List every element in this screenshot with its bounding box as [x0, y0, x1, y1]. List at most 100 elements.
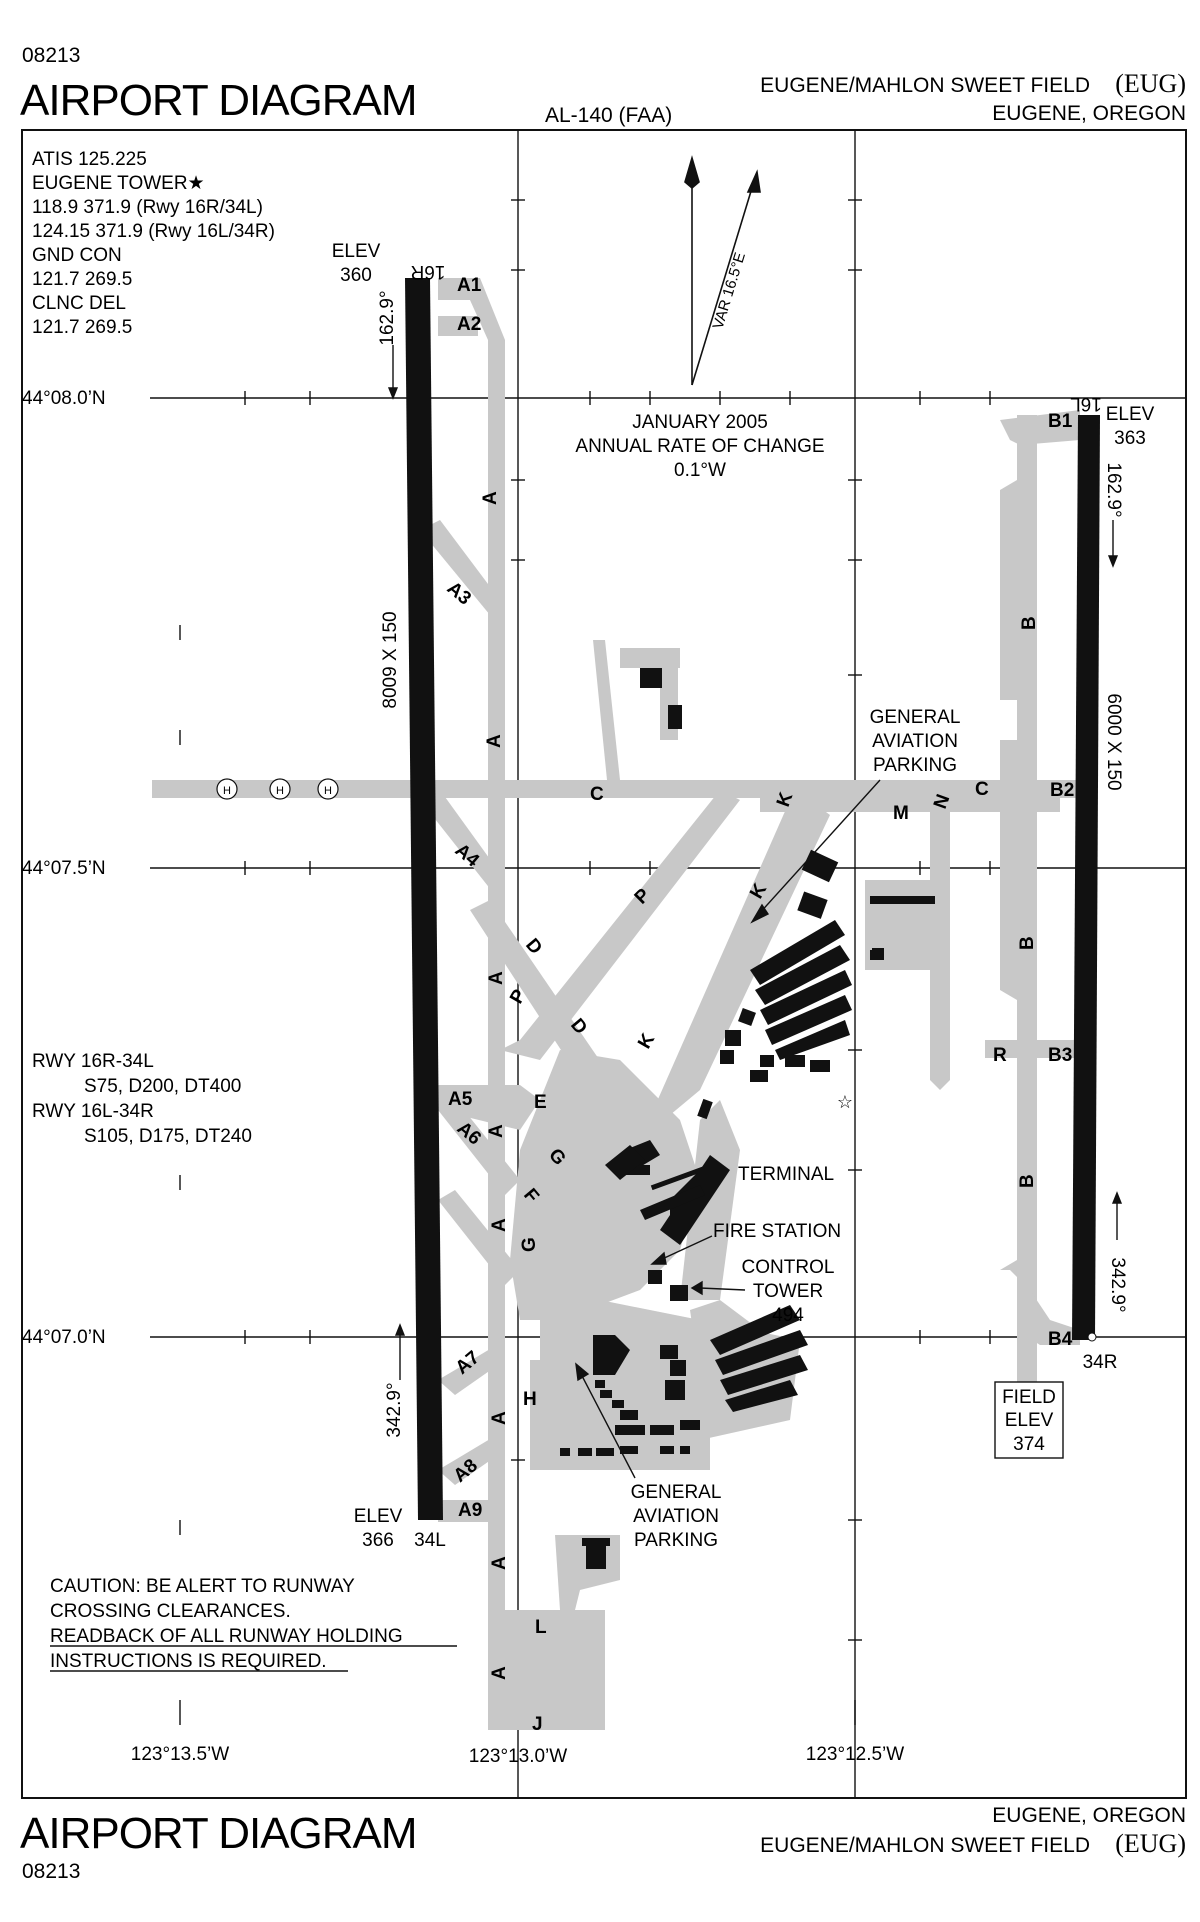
freq-tower-label: EUGENE TOWER★	[32, 173, 205, 194]
rwy-16r-heading: 162.9°	[377, 290, 398, 345]
rwy-16r-elev-label: ELEV	[332, 241, 381, 262]
taxiway-b3-label: B3	[1048, 1045, 1072, 1066]
taxiway-b-label-3: B	[1017, 1174, 1038, 1188]
rwy-34r-heading: 342.9°	[1107, 1257, 1128, 1312]
page-title: AIRPORT DIAGRAM	[20, 76, 417, 125]
ga-north-line-3: PARKING	[873, 755, 957, 776]
freq-atis: ATIS 125.225	[32, 149, 147, 170]
ga-north-pointer	[750, 779, 881, 924]
taxiway-c-label-2: C	[975, 779, 989, 800]
caution-line-1: CAUTION: BE ALERT TO RUNWAY	[50, 1576, 355, 1597]
freq-tower-2: 124.15 371.9 (Rwy 16L/34R)	[32, 221, 275, 242]
field-elev-point	[1087, 1332, 1097, 1342]
rwy-16l-heading: 162.9°	[1103, 462, 1124, 517]
helipad-1: H	[216, 778, 238, 800]
chart-frame	[21, 129, 1187, 1799]
ga-parking-south-label: GENERAL AVIATION PARKING	[631, 1482, 722, 1551]
svg-text:H: H	[324, 785, 332, 797]
rwy-16r-heading-arrow	[387, 345, 399, 400]
tower-line-3: 494	[772, 1305, 804, 1326]
rwy-info-4: S105, D175, DT240	[84, 1126, 252, 1147]
volume-code-top: 08213	[22, 44, 80, 67]
caution-line-3: READBACK OF ALL RUNWAY HOLDING	[50, 1626, 403, 1647]
rwy-34l-elev: 366	[362, 1530, 394, 1551]
location-top: EUGENE, OREGON	[992, 102, 1186, 125]
taxiway-b4-label: B4	[1048, 1329, 1073, 1350]
taxiway-n-label: N	[930, 792, 954, 812]
lat-label-1: 44°08.0’N	[22, 388, 106, 409]
taxiway-k-label-3: K	[634, 1030, 659, 1053]
rwy-16r-label: 16R	[411, 261, 446, 282]
field-elev-line-2: ELEV	[1005, 1410, 1054, 1431]
mag-date: JANUARY 2005	[632, 412, 768, 433]
taxiway-j-label: J	[532, 1714, 543, 1735]
ga-north-line-2: AVIATION	[872, 731, 958, 752]
ga-south-line-3: PARKING	[634, 1530, 718, 1551]
rwy-16l-label: 16L	[1070, 393, 1102, 414]
rwy-16r-elev: 360	[340, 265, 372, 286]
taxiway-b1-label: B1	[1048, 411, 1073, 432]
freq-gnd: 121.7 269.5	[32, 269, 132, 290]
taxiway-g-label-2: G	[519, 1237, 540, 1252]
helipad-3: H	[317, 778, 339, 800]
rwy-34l-label: 34L	[414, 1530, 446, 1551]
lon-label-3: 123°12.5’W	[806, 1744, 904, 1765]
control-tower-label: CONTROL TOWER 494	[742, 1257, 835, 1326]
taxiway-h-label: H	[523, 1389, 537, 1410]
caution-line-2: CROSSING CLEARANCES.	[50, 1601, 291, 1622]
ga-parking-north-label: GENERAL AVIATION PARKING	[870, 707, 961, 776]
taxiway-b-label-1: B	[1019, 616, 1040, 630]
field-elev-box: FIELD ELEV 374	[994, 1381, 1064, 1459]
freq-clnc: 121.7 269.5	[32, 317, 132, 338]
mag-rate-label: ANNUAL RATE OF CHANGE	[575, 436, 824, 457]
rwy-info-1: RWY 16R-34L	[32, 1051, 154, 1072]
rwy-34r-heading-arrow	[1111, 1191, 1123, 1240]
svg-text:H: H	[276, 785, 284, 797]
rwy-16l-elev: 363	[1114, 428, 1146, 449]
rwy-34l-heading-arrow	[394, 1323, 406, 1380]
caution-line-4: INSTRUCTIONS IS REQUIRED.	[50, 1651, 327, 1672]
rwy-16l-heading-arrow	[1107, 520, 1119, 568]
buildings	[560, 668, 935, 1569]
volume-code-bottom: 08213	[22, 1860, 80, 1883]
lon-label-1: 123°13.5’W	[131, 1744, 229, 1765]
runway-16l-34r	[1072, 415, 1100, 1340]
airport-name-bottom: EUGENE/MAHLON SWEET FIELD	[760, 1834, 1090, 1857]
taxiway-a1-label: A1	[457, 275, 482, 296]
airport-code-bottom: (EUG)	[1115, 1829, 1186, 1858]
taxiway-pavement	[152, 278, 1080, 1730]
taxiway-b2-label: B2	[1050, 780, 1074, 801]
helipad-2: H	[269, 778, 291, 800]
footer-title: AIRPORT DIAGRAM	[20, 1809, 417, 1858]
taxiway-b-label-2: B	[1017, 936, 1038, 950]
field-elev-line-1: FIELD	[1002, 1387, 1056, 1408]
taxiway-a-label-1: A	[480, 491, 501, 505]
taxiway-l-label: L	[535, 1617, 547, 1638]
rwy-east-dimensions: 6000 X 150	[1103, 693, 1124, 790]
taxiway-a2-label: A2	[457, 314, 481, 335]
taxiway-a5-label: A5	[448, 1089, 473, 1110]
caution-note: CAUTION: BE ALERT TO RUNWAY CROSSING CLE…	[50, 1576, 457, 1672]
rwy-west-dimensions: 8009 X 150	[380, 611, 401, 708]
lat-label-3: 44°07.0’N	[22, 1327, 106, 1348]
control-tower-pointer	[690, 1280, 746, 1296]
taxiway-m-label: M	[893, 803, 909, 824]
rwy-34l-elev-label: ELEV	[354, 1506, 403, 1527]
rwy-info-3: RWY 16L-34R	[32, 1101, 154, 1122]
taxiway-e-label: E	[534, 1092, 547, 1113]
taxiway-a-label-6: A	[489, 1411, 510, 1425]
taxiway-c-label-1: C	[590, 784, 604, 805]
taxiway-a-label-4: A	[486, 1124, 507, 1138]
fire-station-pointer	[650, 1235, 713, 1265]
ga-north-line-1: GENERAL	[870, 707, 961, 728]
field-elev-line-3: 374	[1013, 1434, 1045, 1455]
terminal-building	[605, 1145, 730, 1245]
runway-16r-34l	[405, 278, 443, 1520]
taxiway-a9-label: A9	[458, 1500, 482, 1521]
tower-line-1: CONTROL	[742, 1257, 835, 1278]
location-bottom: EUGENE, OREGON	[992, 1804, 1186, 1827]
taxiway-a-label-3: A	[486, 971, 507, 985]
beacon-symbol: ☆	[837, 1092, 853, 1112]
taxiway-a-label-8: A	[489, 1666, 510, 1680]
building-ga-north	[801, 849, 884, 960]
